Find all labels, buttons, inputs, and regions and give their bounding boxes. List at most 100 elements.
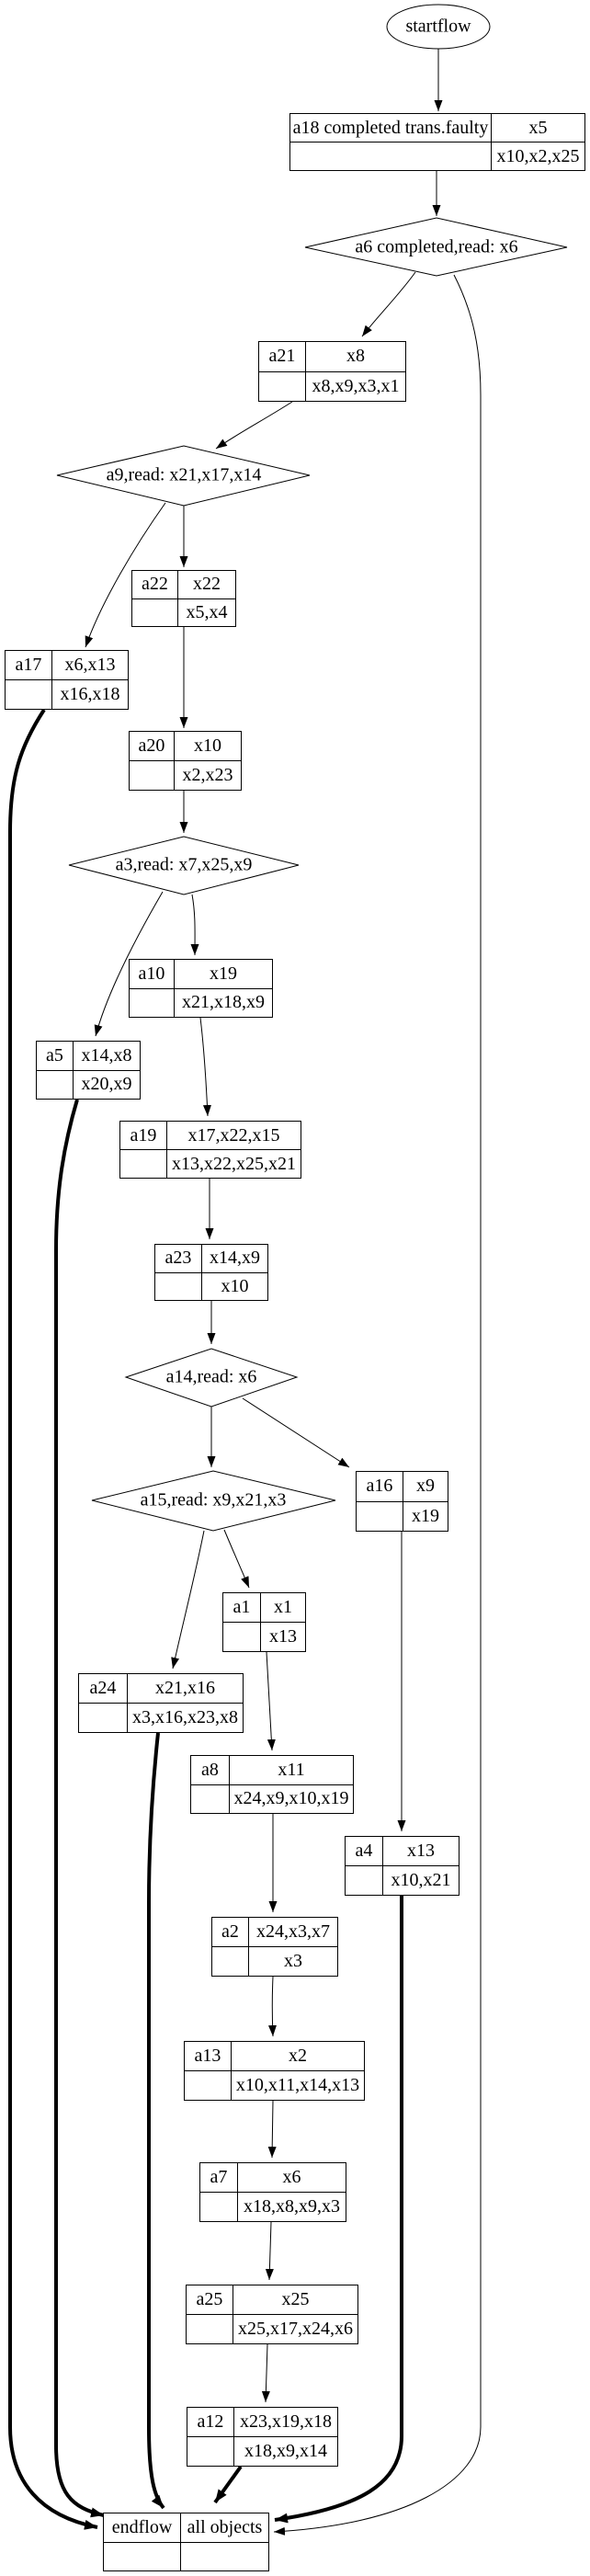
node-id-label: a22 xyxy=(142,574,168,595)
node-bottom-value xyxy=(180,2542,268,2570)
edge-a17-endflow xyxy=(8,708,98,2530)
node-id-label: a7 xyxy=(210,2167,228,2187)
node-id-label: a18 completed trans.faulty xyxy=(292,117,489,138)
node-a10: a10 x19 x21,x18,x9 xyxy=(129,959,273,1018)
node-id-empty-cell xyxy=(120,1150,166,1178)
decision-a6-shape xyxy=(304,217,568,277)
node-id-empty-cell xyxy=(259,372,305,402)
decision-a15-shape xyxy=(91,1470,336,1532)
edge-a10-a19 xyxy=(199,1017,211,1117)
node-a23: a23 x14,x9 x10 xyxy=(154,1244,268,1301)
node-bottom-value: x13,x22,x25,x21 xyxy=(166,1150,301,1178)
node-bottom-value: x10,x11,x14,x13 xyxy=(231,2071,364,2100)
node-top-value: x11 xyxy=(229,1756,353,1784)
node-id-empty-cell xyxy=(187,2315,233,2343)
decision-a9-shape xyxy=(56,445,311,507)
edge-a15-a1 xyxy=(223,1529,250,1589)
node-id-label: a24 xyxy=(89,1678,117,1698)
node-top-value: x22 xyxy=(177,571,235,598)
node-id-label: a19 xyxy=(130,1124,157,1146)
edge-a25-a12 xyxy=(261,2343,270,2403)
edge-a7-a25 xyxy=(265,2221,274,2281)
node-bottom-value: x18,x9,x14 xyxy=(233,2437,337,2466)
edge-a15-a24 xyxy=(171,1530,205,1670)
node-top-value: x2 xyxy=(231,2042,364,2070)
node-top-value: x8 xyxy=(305,342,405,371)
node-top-value: x19 xyxy=(174,960,272,988)
edge-a5-endflow xyxy=(54,1099,105,2518)
edge-a14-a16 xyxy=(242,1397,350,1468)
decision-a3-shape xyxy=(68,836,300,895)
node-id-empty-cell xyxy=(155,1273,201,1301)
node-id-label: a10 xyxy=(138,963,165,984)
edge-a6-endflow xyxy=(273,274,482,2536)
node-top-value: x6,x13 xyxy=(51,651,128,679)
node-bottom-value: x16,x18 xyxy=(51,680,128,709)
node-bottom-value: x18,x8,x9,x3 xyxy=(237,2193,346,2221)
node-a18: a18 completed trans.faulty x5 x10,x2,x25 xyxy=(289,113,585,171)
node-id-label: a1 xyxy=(233,1597,251,1617)
node-id-empty-cell xyxy=(79,1704,127,1732)
node-bottom-value: x2,x23 xyxy=(174,761,241,790)
node-top-value: x25 xyxy=(233,2285,357,2314)
node-id-empty-cell xyxy=(346,1866,382,1895)
node-top-value: x10 xyxy=(174,732,241,760)
edge-a2-a13 xyxy=(267,1976,277,2037)
node-a1: a1 x1 x13 xyxy=(222,1592,306,1652)
node-id-label: a21 xyxy=(268,346,296,367)
node-id-label: a8 xyxy=(201,1759,219,1780)
node-id-empty-cell xyxy=(130,989,174,1018)
node-id-empty-cell xyxy=(357,1502,403,1532)
node-a2: a2 x24,x3,x7 x3 xyxy=(211,1917,338,1977)
node-id-label: a12 xyxy=(197,2411,224,2432)
node-id-label: a5 xyxy=(46,1044,63,1066)
node-id-label: a13 xyxy=(194,2046,221,2066)
node-a13: a13 x2 x10,x11,x14,x13 xyxy=(184,2041,365,2101)
node-bottom-value: x3 xyxy=(248,1947,337,1976)
node-a17: a17 x6,x13 x16,x18 xyxy=(5,650,129,710)
node-id-empty-cell xyxy=(185,2071,231,2100)
node-bottom-value: x25,x17,x24,x6 xyxy=(233,2315,357,2343)
node-id-empty-cell xyxy=(187,2437,233,2466)
edge-a21-a9 xyxy=(215,401,293,450)
node-bottom-value: x20,x9 xyxy=(73,1070,140,1099)
node-a8: a8 x11 x24,x9,x10,x19 xyxy=(190,1755,354,1814)
edge-a4-endflow xyxy=(274,1896,403,2524)
node-top-value: x9 xyxy=(403,1472,448,1501)
node-id-empty-cell xyxy=(6,680,51,709)
node-id-empty-cell xyxy=(223,1623,260,1651)
node-id-label: a25 xyxy=(196,2289,223,2309)
node-a21: a21 x8 x8,x9,x3,x1 xyxy=(258,341,406,402)
node-top-value: x1 xyxy=(260,1593,305,1622)
node-bottom-value: x24,x9,x10,x19 xyxy=(229,1784,353,1813)
node-top-value: x14,x8 xyxy=(73,1042,140,1070)
node-id-label: a2 xyxy=(221,1921,239,1942)
node-a19: a19 x17,x22,x15 x13,x22,x25,x21 xyxy=(119,1121,301,1179)
node-top-value: x23,x19,x18 xyxy=(233,2408,337,2436)
edge-a3-a10 xyxy=(190,894,199,956)
node-id-label: a23 xyxy=(165,1248,192,1269)
node-bottom-value: x10,x21 xyxy=(382,1866,459,1895)
node-id-empty-cell xyxy=(200,2193,237,2221)
node-id-label: endflow xyxy=(111,2516,173,2537)
node-top-value: x24,x3,x7 xyxy=(248,1918,337,1946)
decision-a9-label: a9,read: x21,x17,x14 xyxy=(106,464,262,485)
decision-a14-shape xyxy=(124,1348,299,1408)
node-top-value: all objects xyxy=(180,2513,268,2542)
node-bottom-value: x5,x4 xyxy=(177,598,235,626)
node-a25: a25 x25 x25,x17,x24,x6 xyxy=(186,2285,358,2344)
edge-a13-a7 xyxy=(267,2100,277,2159)
node-id-empty-cell xyxy=(130,761,174,790)
edge-a1-a8 xyxy=(266,1651,276,1751)
decision-a6-label: a6 completed,read: x6 xyxy=(355,236,518,257)
node-bottom-value: x13 xyxy=(260,1623,305,1651)
node-id-label: a4 xyxy=(355,1841,373,1861)
decision-a15-label: a15,read: x9,x21,x3 xyxy=(140,1489,287,1510)
node-bottom-value: x3,x16,x23,x8 xyxy=(127,1704,243,1732)
node-id-label: a16 xyxy=(366,1476,393,1497)
node-top-value: x14,x9 xyxy=(201,1245,267,1272)
node-a5: a5 x14,x8 x20,x9 xyxy=(36,1041,141,1100)
node-a12: a12 x23,x19,x18 x18,x9,x14 xyxy=(187,2407,338,2467)
